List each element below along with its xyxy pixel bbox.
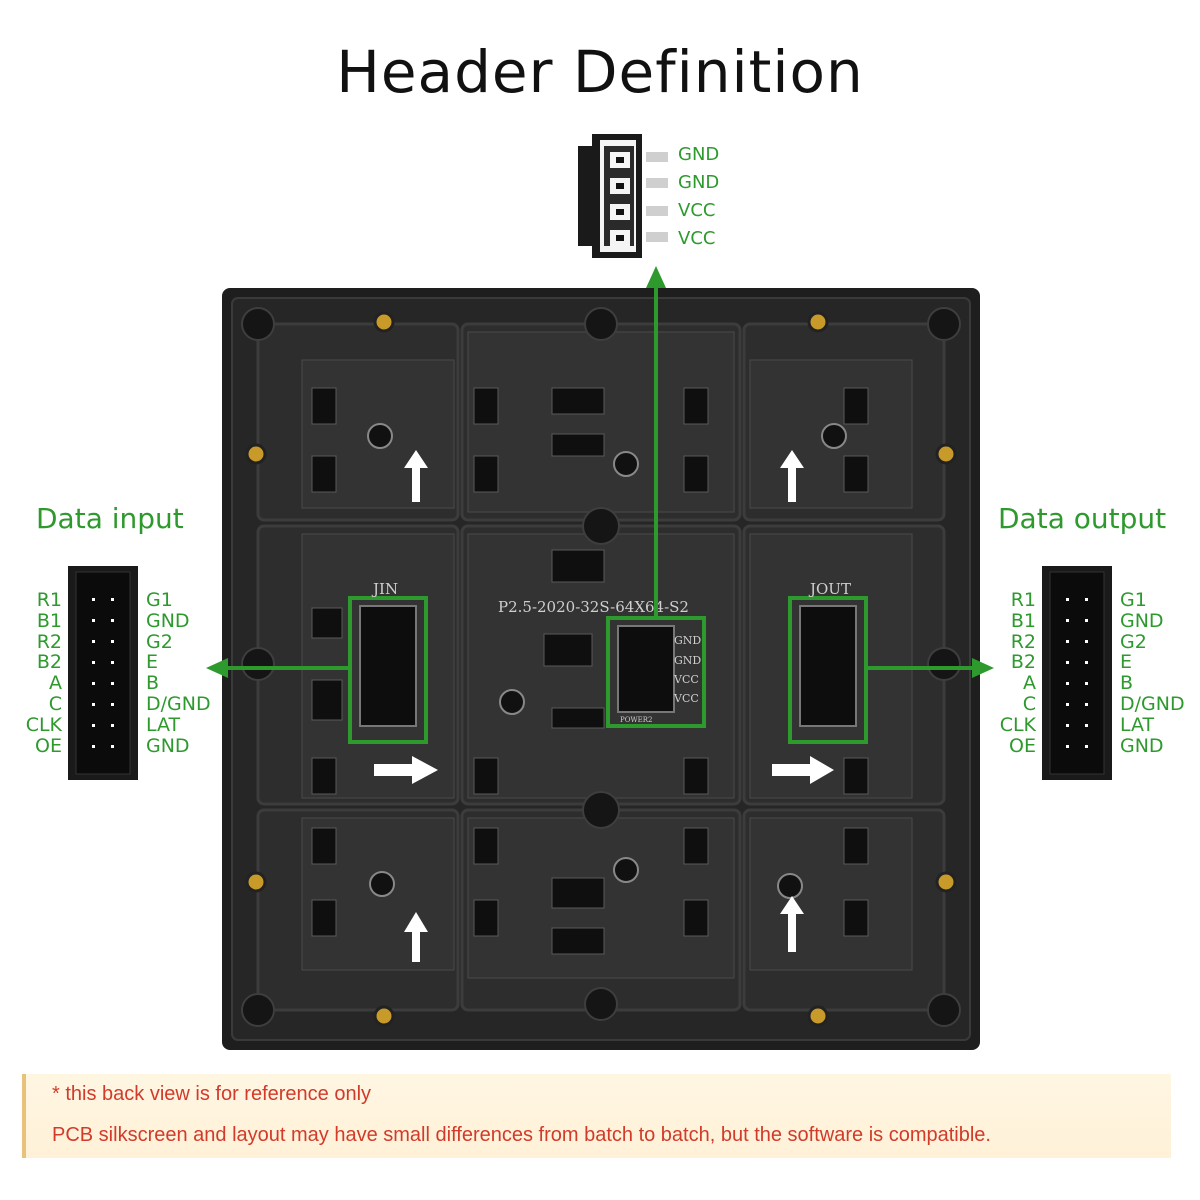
data-input-right-pins: G1 GND G2 E B D/GND LAT GND	[146, 590, 226, 756]
power-pin-3-label: VCC	[678, 200, 716, 221]
connector-icon	[578, 134, 668, 258]
data-input-label: Data input	[36, 502, 184, 535]
pwr-silk-3: VCC	[673, 673, 699, 686]
pin-label: B	[1120, 672, 1134, 695]
pin-label: R1	[36, 589, 62, 611]
data-output-connector	[1042, 566, 1112, 780]
pin-label: G1	[146, 589, 173, 611]
pwr-silk-caption: POWER2	[620, 716, 652, 724]
pin-label: GND	[1120, 609, 1164, 632]
pin-label: R1	[1010, 589, 1036, 611]
pin-label: R2	[36, 630, 62, 653]
pin-label: B2	[36, 651, 62, 674]
pin-label: GND	[1120, 734, 1164, 757]
pin-label: E	[1120, 651, 1133, 674]
pin-label: B2	[1010, 651, 1036, 674]
pin-label: B	[146, 672, 160, 695]
pin-label: B1	[36, 609, 62, 632]
data-output-label: Data output	[998, 502, 1167, 535]
pwr-silk-2: GND	[674, 654, 701, 667]
data-input-left-pins: R1 B1 R2 B2 A C CLK OE	[14, 590, 62, 756]
pin-label: OE	[1009, 734, 1036, 757]
pin-label: B1	[1010, 609, 1036, 632]
data-input-connector	[68, 566, 138, 780]
pin-label: G2	[146, 630, 173, 653]
data-output-left-pins: R1 B1 R2 B2 A C CLK OE	[988, 590, 1036, 756]
pwr-silk-1: GND	[674, 634, 701, 647]
pin-label: E	[146, 651, 159, 674]
pin-label: LAT	[146, 713, 181, 736]
idc-connector-icon	[1042, 566, 1112, 780]
idc-connector-icon	[68, 566, 138, 780]
pwr-silk-4: VCC	[673, 692, 699, 705]
pin-label: A	[49, 672, 62, 695]
page-title: Header Definition	[336, 38, 864, 106]
power-pin-4-label: VCC	[678, 228, 716, 249]
pin-label: CLK	[999, 713, 1036, 736]
pin-label: GND	[146, 609, 190, 632]
pin-label: CLK	[25, 713, 62, 736]
power-header-connector	[574, 132, 674, 260]
pin-label: GND	[146, 734, 190, 757]
pin-label: D/GND	[146, 692, 211, 715]
pin-label: A	[1023, 672, 1036, 695]
led-panel-back-view: JIN JOUT P2.5-2020-32S-64X64-S2 GND GND …	[222, 288, 980, 1050]
reference-note-banner	[22, 1074, 1171, 1158]
pin-label: G2	[1120, 630, 1147, 653]
pin-label: LAT	[1120, 713, 1155, 736]
pin-label: R2	[1010, 630, 1036, 653]
model-silkscreen: P2.5-2020-32S-64X64-S2	[498, 598, 689, 616]
power-pin-2-label: GND	[678, 172, 720, 193]
pin-label: D/GND	[1120, 692, 1185, 715]
power-pin-1-label: GND	[678, 144, 720, 165]
note-line-1: * this back view is for reference only	[52, 1083, 372, 1105]
jin-silkscreen: JIN	[371, 580, 398, 598]
pin-label: C	[1022, 692, 1036, 715]
pin-label: OE	[35, 734, 62, 757]
note-line-2: PCB silkscreen and layout may have small…	[52, 1124, 991, 1146]
pin-label: C	[48, 692, 62, 715]
pin-label: G1	[1120, 589, 1147, 611]
jout-silkscreen: JOUT	[808, 580, 851, 598]
data-output-right-pins: G1 GND G2 E B D/GND LAT GND	[1120, 590, 1198, 756]
